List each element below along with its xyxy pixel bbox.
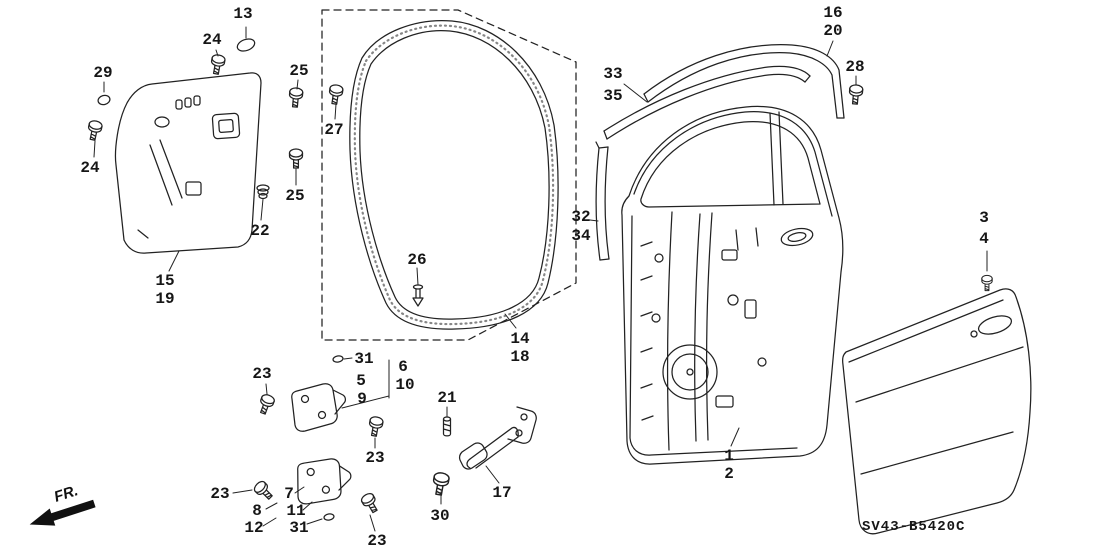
part-label-25: 25: [285, 187, 305, 205]
part-label-22: 22: [250, 222, 270, 240]
part-label-15: 15: [155, 272, 175, 290]
part-label-7: 7: [284, 485, 294, 503]
part-label-17: 17: [492, 484, 512, 502]
part-label-30: 30: [430, 507, 450, 525]
seal-31-upper-drawing: [332, 355, 344, 363]
run-channel-drawing: [595, 141, 610, 261]
part-label-35: 35: [603, 87, 623, 105]
part-label-19: 19: [155, 290, 175, 308]
seal-13-drawing: [236, 38, 256, 52]
sash-molding-drawing: [643, 44, 845, 119]
garnish-drawing: [603, 65, 811, 140]
diagram-code: SV43-B5420C: [862, 519, 966, 535]
seal-31-lower-drawing: [323, 513, 335, 521]
part-label-6: 6: [398, 358, 408, 376]
part-label-1: 1: [724, 447, 734, 465]
part-label-24: 24: [202, 31, 222, 49]
part-label-13: 13: [233, 5, 253, 23]
part-label-21: 21: [437, 389, 457, 407]
part-label-3: 3: [979, 209, 989, 227]
part-label-12: 12: [244, 519, 264, 537]
leader-lines: [93, 26, 988, 532]
outer-panel-drawing: [842, 288, 1032, 535]
weatherstrip-drawing: [349, 19, 559, 330]
part-label-31: 31: [289, 519, 309, 537]
part-label-27: 27: [324, 121, 344, 139]
part-label-16: 16: [823, 4, 843, 22]
part-label-11: 11: [286, 502, 306, 520]
door-shell-drawing: [621, 105, 844, 465]
fr-direction-label: FR.: [52, 482, 80, 506]
part-label-20: 20: [823, 22, 843, 40]
part-label-10: 10: [395, 376, 415, 394]
part-label-23: 23: [210, 485, 230, 503]
part-label-9: 9: [357, 390, 367, 408]
grommet-22-drawing: [256, 184, 270, 200]
part-label-33: 33: [603, 65, 623, 83]
door-checker-drawing: [458, 406, 537, 470]
trim-panel-drawing: [114, 72, 262, 254]
clip-26-drawing: [412, 284, 424, 307]
part-label-28: 28: [845, 58, 865, 76]
part-label-8: 8: [252, 502, 262, 520]
part-label-34: 34: [571, 227, 591, 245]
part-label-23: 23: [367, 532, 387, 550]
fr-direction-arrow: FR.: [29, 482, 96, 526]
part-label-5: 5: [356, 372, 366, 390]
part-label-25: 25: [289, 62, 309, 80]
part-label-2: 2: [724, 465, 734, 483]
part-label-23: 23: [252, 365, 272, 383]
part-label-4: 4: [979, 230, 989, 248]
seal-29-drawing: [97, 94, 111, 106]
part-label-26: 26: [407, 251, 427, 269]
part-label-29: 29: [93, 64, 113, 82]
part-label-14: 14: [510, 330, 530, 348]
part-label-32: 32: [571, 208, 591, 226]
part-label-23: 23: [365, 449, 385, 467]
part-label-31: 31: [354, 350, 374, 368]
weatherstrip-detail-box: [321, 9, 577, 341]
part-label-24: 24: [80, 159, 100, 177]
part-label-18: 18: [510, 348, 530, 366]
